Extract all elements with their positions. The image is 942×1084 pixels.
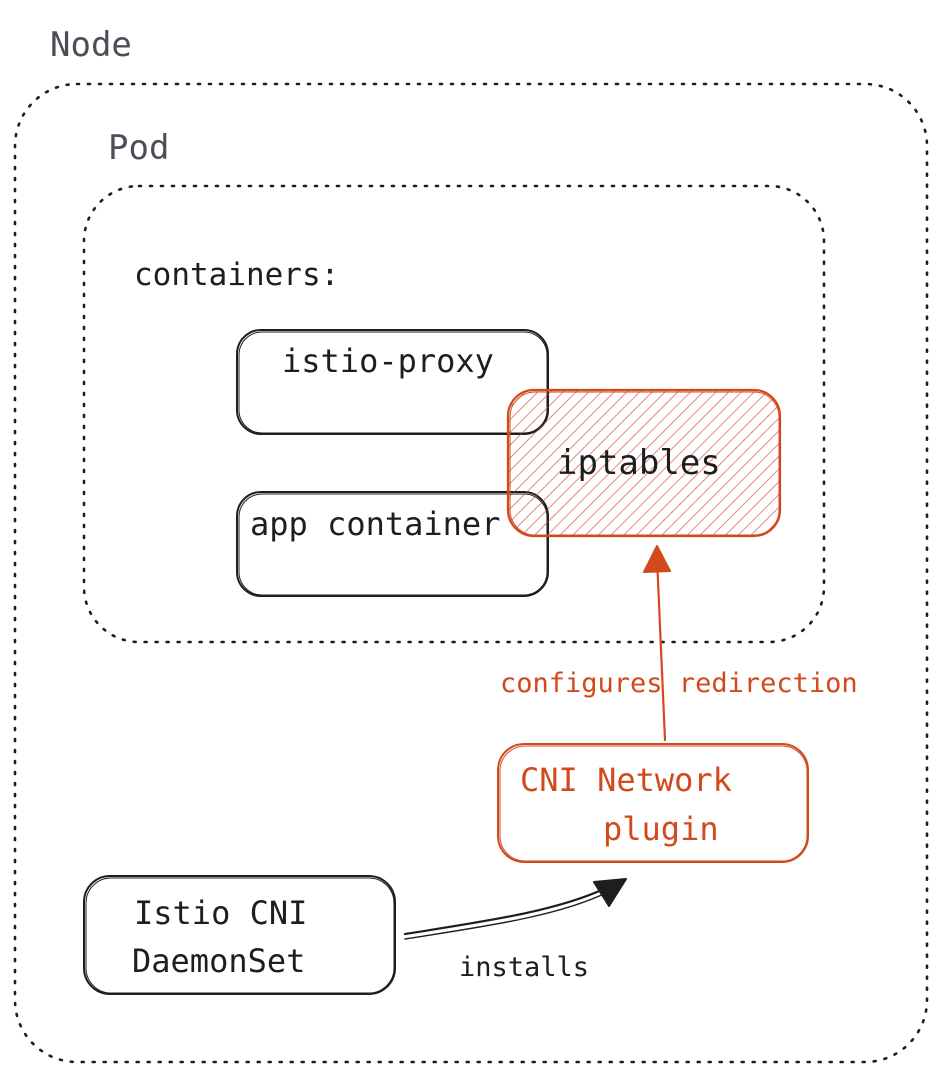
cni-plugin-box bbox=[497, 743, 809, 863]
installs-label: installs bbox=[459, 952, 589, 983]
cni-plugin-label-line2: plugin bbox=[603, 810, 719, 848]
containers-label: containers: bbox=[134, 257, 339, 293]
pod-label: Pod bbox=[108, 128, 169, 168]
iptables-label: iptables bbox=[557, 443, 721, 483]
configures-redirection-label: configures redirection bbox=[500, 668, 858, 699]
iptables-box bbox=[506, 388, 782, 538]
pod-boundary bbox=[82, 184, 826, 644]
redirection-arrow bbox=[655, 556, 667, 742]
installs-arrow bbox=[403, 886, 608, 936]
istio-proxy-box bbox=[236, 329, 549, 435]
daemonset-label-line1: Istio CNI bbox=[134, 894, 307, 932]
daemonset-label-line2: DaemonSet bbox=[132, 942, 305, 980]
cni-plugin-label-line1: CNI Network bbox=[520, 761, 732, 799]
app-container-label: app container bbox=[250, 505, 500, 543]
istio-proxy-label: istio-proxy bbox=[282, 342, 494, 380]
daemonset-box bbox=[83, 875, 396, 995]
node-boundary bbox=[13, 82, 929, 1064]
installs-arrowhead bbox=[593, 878, 627, 907]
redirection-arrowhead bbox=[643, 545, 671, 573]
node-label: Node bbox=[50, 25, 132, 65]
app-container-box bbox=[236, 491, 549, 597]
